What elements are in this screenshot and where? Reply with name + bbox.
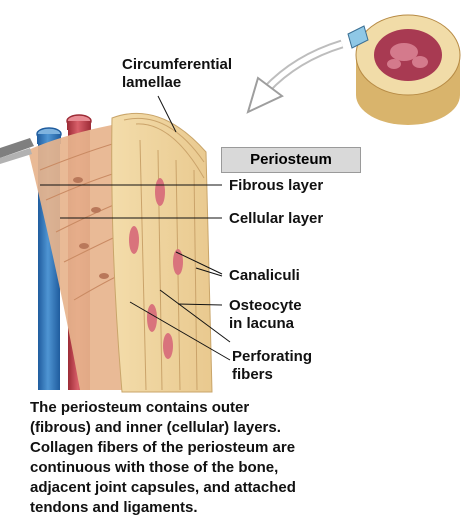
caption-line: Collagen fibers of the periosteum are xyxy=(30,439,296,456)
label-periosteum: Periosteum xyxy=(221,147,361,173)
caption: The periosteum contains outer (fibrous) … xyxy=(30,398,460,518)
forceps-tip xyxy=(0,138,34,164)
label-circumferential-lamellae: Circumferential lamellae xyxy=(122,56,233,91)
caption-line: (fibrous) and inner (cellular) layers. xyxy=(30,419,281,436)
label-fibrous-layer: Fibrous layer xyxy=(229,177,324,194)
caption-line: adjacent joint capsules, and attached xyxy=(30,479,296,496)
label-perforating-fibers: Perforating fibers xyxy=(232,348,313,383)
label-cellular-layer: Cellular layer xyxy=(229,210,324,227)
caption-line: The periosteum contains outer xyxy=(30,399,250,416)
caption-line: tendons and ligaments. xyxy=(30,499,198,516)
label-osteocyte-in-lacuna: Osteocyte in lacuna xyxy=(229,297,302,332)
leader-lines xyxy=(40,95,231,361)
compact-bone xyxy=(111,112,213,393)
caption-line: continuous with those of the bone, xyxy=(30,459,279,476)
bone-cross-section xyxy=(347,14,461,125)
zoom-arrow xyxy=(246,39,344,114)
label-canaliculi: Canaliculi xyxy=(229,267,300,284)
periosteum-layer xyxy=(28,122,130,390)
